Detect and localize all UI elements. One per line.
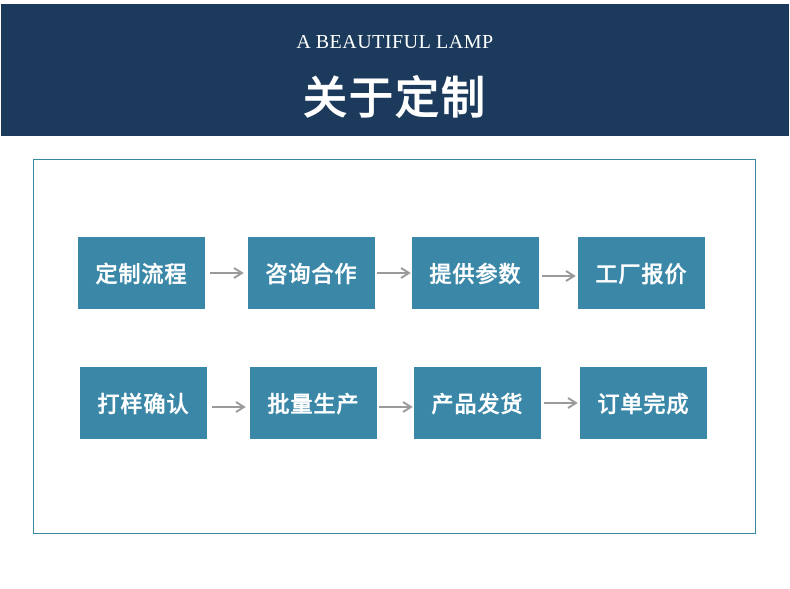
step-customization-process: 定制流程	[78, 237, 205, 309]
arrow-right-icon	[542, 270, 576, 282]
step-factory-quote: 工厂报价	[578, 237, 705, 309]
page-title: 关于定制	[303, 73, 487, 124]
header-subtitle: A BEAUTIFUL LAMP	[296, 31, 494, 53]
process-panel	[33, 159, 756, 534]
step-consult-cooperate: 咨询合作	[248, 237, 375, 309]
arrow-right-icon	[212, 401, 246, 413]
step-sample-confirm: 打样确认	[80, 367, 207, 439]
step-provide-parameters: 提供参数	[412, 237, 539, 309]
arrow-right-icon	[379, 401, 413, 413]
header-banner: A BEAUTIFUL LAMP 关于定制	[1, 4, 789, 136]
arrow-right-icon	[377, 267, 411, 279]
step-mass-production: 批量生产	[250, 367, 377, 439]
arrow-right-icon	[544, 397, 578, 409]
step-product-shipping: 产品发货	[414, 367, 541, 439]
step-order-complete: 订单完成	[580, 367, 707, 439]
arrow-right-icon	[210, 267, 244, 279]
